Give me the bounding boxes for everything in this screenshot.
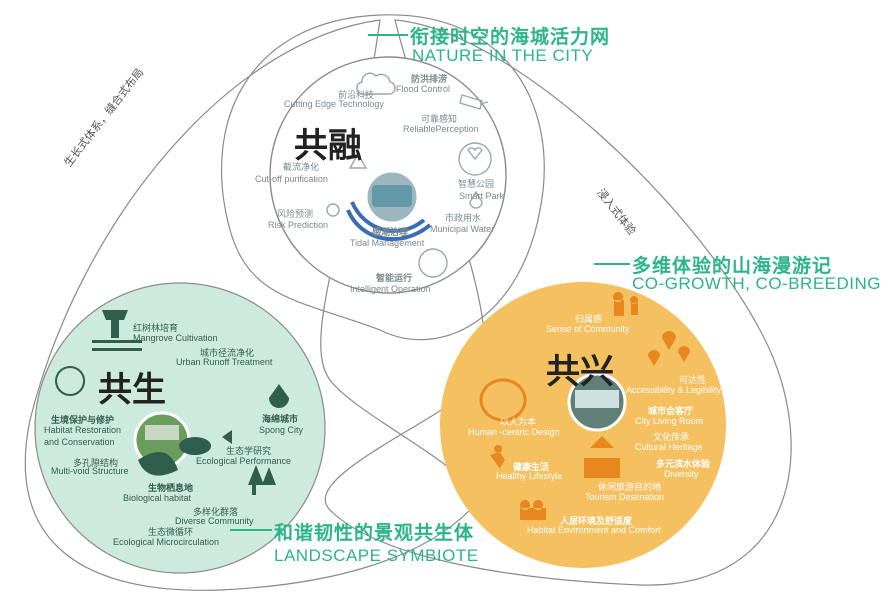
handshake-icon <box>479 378 527 422</box>
top-item-label-en: Risk Prediction <box>268 220 329 230</box>
left-item-label-cn: 多孔隙结构 <box>73 458 119 468</box>
top-item-label-en: Tidal Management <box>350 238 425 248</box>
right-item-label-cn: 休闲旅游目的地 <box>598 482 662 492</box>
mangrove-icon <box>92 310 142 351</box>
top-item-label-cn: 可靠感知 <box>421 114 458 124</box>
trees-icon <box>248 465 276 495</box>
left-item-label-cn: 生态学研究 <box>226 446 272 456</box>
right-item-label-cn: 健康生活 <box>513 462 550 472</box>
right-item-label-cn: 以人为本 <box>500 417 537 427</box>
people-icon <box>520 500 546 520</box>
top-item-label-cn: 风险预测 <box>277 209 314 219</box>
heading-right-cn: 多维体验的山海漫游记 <box>632 256 833 277</box>
left-circle-title: 共生 <box>98 371 166 409</box>
left-item-label-en: Mangrove Cultivation <box>133 333 218 343</box>
top-item-label-cn: 感潮治理 <box>372 227 409 237</box>
heading-bottom-cn: 和谐韧性的景观共生体 <box>274 523 475 544</box>
left-item-label-cn: 红树林培育 <box>133 323 179 333</box>
wave-graphic <box>346 201 432 242</box>
loop-top <box>221 14 545 341</box>
brain-icon <box>418 248 448 278</box>
heading-right-en: CO-GROWTH, CO-BREEDING <box>632 274 881 293</box>
top-item-label-cn: 防洪排涝 <box>411 74 448 84</box>
top-item-label-cn: 前沿科技 <box>338 90 375 100</box>
heart-park-icon <box>458 142 492 176</box>
right-item-label-en: Human -centric Design <box>468 427 560 437</box>
pin-icon <box>648 331 690 366</box>
cloud-icon <box>356 72 396 95</box>
fish-icon <box>179 430 232 455</box>
top-item-label-en: Cutting Edge Technology <box>284 99 384 109</box>
left-item-label-en: Multi-void Structure <box>51 466 129 476</box>
left-item-label-cn: 生态微循环 <box>148 527 194 537</box>
right-item-label-cn: 文化传承 <box>653 432 690 442</box>
left-item-label-cn: 生物栖息地 <box>148 483 194 493</box>
left-item-label-en: Ecological Microcirculation <box>113 537 220 547</box>
right-item-label-en: Diversity <box>664 469 699 479</box>
right-circle-title: 共兴 <box>546 353 614 391</box>
heading-top-en: NATURE IN THE CITY <box>412 46 594 65</box>
right-item-label-en: Sense of Community <box>546 324 630 334</box>
top-circle-title: 共融 <box>294 127 362 165</box>
family-icon <box>613 292 639 316</box>
top-item-label-cn: 市政用水 <box>445 213 482 223</box>
left-item-label-en: Biological habitat <box>123 493 192 503</box>
recycle-icon <box>348 152 368 169</box>
right-item-label-en: Habitat Environment and Comfort <box>527 525 661 535</box>
right-item-label-cn: 多元滨水体验 <box>656 459 711 469</box>
right-item-label-cn: 人居环境及舒适度 <box>560 516 633 526</box>
left-item-label-cn: 城市径流净化 <box>200 348 255 358</box>
right-item-label-en: Accessibility & Legibility <box>626 385 722 395</box>
left-item-label-cn: 生境保护与修护 <box>51 415 115 425</box>
top-item-label-en: Smart Park <box>459 191 505 201</box>
drop-icon <box>269 384 289 408</box>
tourism-icon <box>584 436 620 478</box>
top-item-label-en: Flood Control <box>396 84 451 94</box>
left-item-label-en2: and Conservation <box>44 437 115 447</box>
eye-icon <box>326 203 340 217</box>
top-item-label-cn: 智慧公园 <box>458 179 495 189</box>
left-item-label-en: Urban Runoff Treatment <box>176 357 273 367</box>
habitat-icon <box>55 366 86 396</box>
right-item-label-en: Tourism Destination <box>585 492 665 502</box>
right-item-label-en: City Living Room <box>635 416 704 426</box>
water-icon <box>469 190 483 209</box>
right-item-label-cn: 城市会客厅 <box>648 406 694 416</box>
left-item-label-en: Spong City <box>259 425 304 435</box>
right-item-label-cn: 归属感 <box>575 314 603 324</box>
left-item-label-cn: 多样化群落 <box>193 507 239 517</box>
left-item-label-cn: 海绵城市 <box>262 414 299 424</box>
camera-icon <box>459 94 489 110</box>
loop-left <box>24 19 475 591</box>
left-item-label-en: Ecological Performance <box>196 456 292 466</box>
runner-icon <box>489 445 505 474</box>
top-item-label-en: ReliablePerception <box>403 124 479 134</box>
top-item-label-en: Municipal Water <box>430 224 495 234</box>
top-item-label-en: Intelligent Operation <box>350 284 431 294</box>
leaf-icon <box>138 452 178 476</box>
right-item-label-en: Healthy Lifestyle <box>496 471 563 481</box>
top-item-label-cn: 截流净化 <box>283 162 320 172</box>
right-item-label-cn: 可达性 <box>679 375 707 385</box>
left-item-label-en: Habitat Restoration <box>44 425 122 435</box>
heading-bottom-en: LANDSCAPE SYMBIOTE <box>274 546 479 565</box>
heading-top-cn: 衔接时空的海城活力网 <box>410 27 611 48</box>
right-item-label-en: Cultural Heritage <box>635 442 703 452</box>
top-item-label-cn: 智能运行 <box>376 273 413 283</box>
left-item-label-en: Diverse Community <box>175 516 254 526</box>
top-item-label-en: Cut-off purification <box>255 174 328 184</box>
